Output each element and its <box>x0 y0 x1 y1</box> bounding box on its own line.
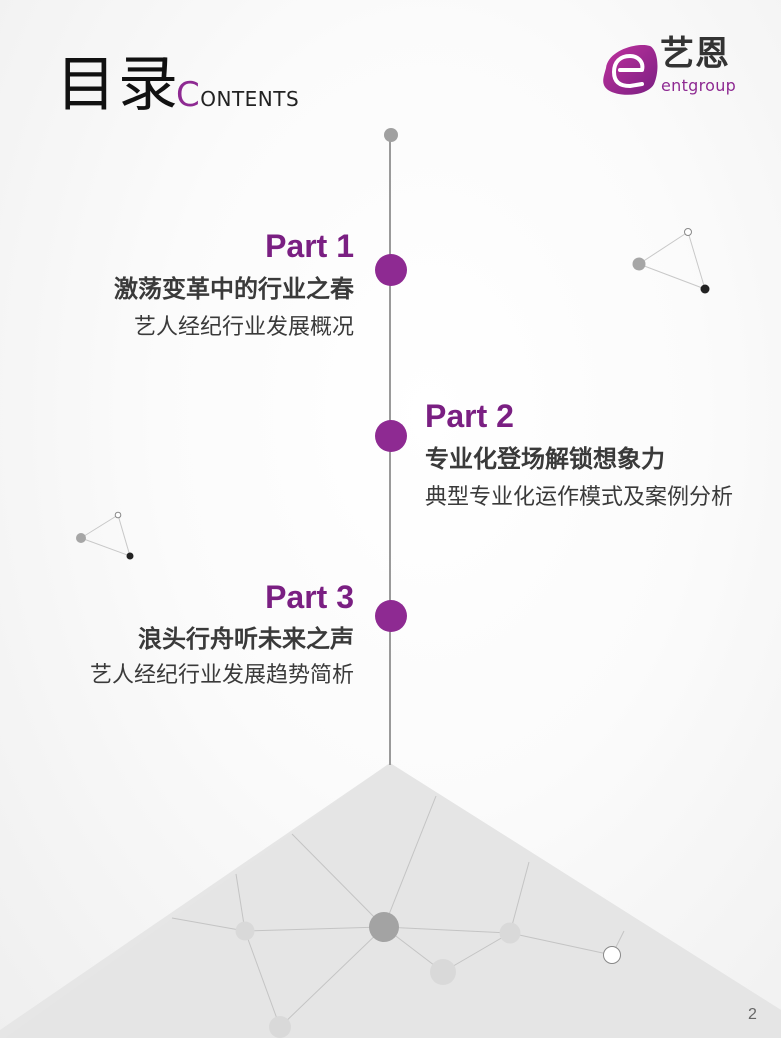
part-3-label[interactable]: Part 3 <box>265 579 354 615</box>
part-1-label[interactable]: Part 1 <box>265 228 354 264</box>
part-3-subtitle: 艺人经纪行业发展趋势简析 <box>89 663 354 688</box>
timeline-start-dot <box>384 128 398 142</box>
logo-name-cn: 艺恩 <box>660 34 730 74</box>
page-title-cn: 目录 <box>56 50 180 120</box>
part-2-label[interactable]: Part 2 <box>425 398 514 434</box>
part-2-title[interactable]: 专业化登场解锁想象力 <box>425 445 665 473</box>
part-1-subtitle: 艺人经纪行业发展概况 <box>133 315 354 340</box>
e-logo-icon <box>603 44 658 95</box>
title-en-rest: ONTENTS <box>200 87 300 111</box>
part-1-title[interactable]: 激荡变革中的行业之春 <box>114 275 354 303</box>
part-3-dot <box>375 600 407 632</box>
logo-name-en: entgroup <box>661 76 737 95</box>
part-2-dot <box>375 420 407 452</box>
part-3-title[interactable]: 浪头行舟听未来之声 <box>138 625 354 653</box>
page-title-en: CONTENTS <box>176 78 300 114</box>
page-number: 2 <box>748 1006 757 1023</box>
part-2-subtitle: 典型专业化运作模式及案例分析 <box>425 485 734 510</box>
part-1-dot <box>375 254 407 286</box>
title-en-cap: C <box>176 75 201 115</box>
